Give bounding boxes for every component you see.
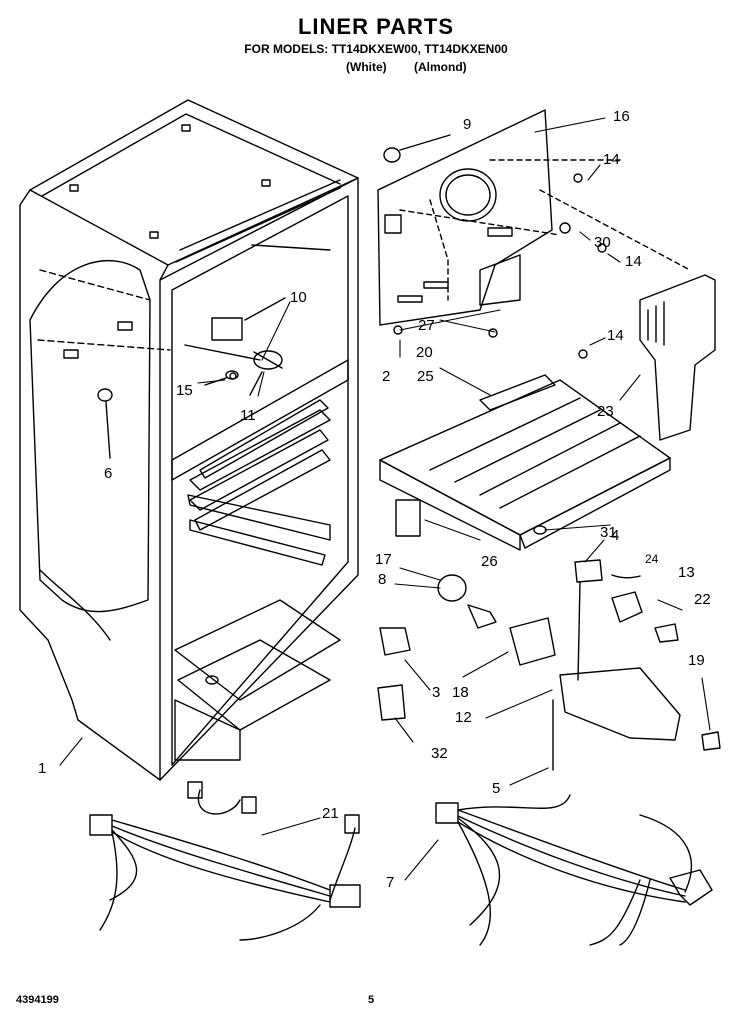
air-duct-part-23: [639, 274, 716, 441]
shelf-frame-part-25: [379, 374, 671, 551]
callout-6: 6: [104, 465, 112, 482]
callout-23: 23: [597, 403, 614, 420]
callout-13: 13: [678, 564, 695, 581]
wire-harness-part-21: [89, 781, 361, 941]
plug-part-6: [97, 388, 113, 402]
callout-25: 25: [417, 368, 434, 385]
page-title: LINER PARTS: [297, 14, 455, 39]
callout-9: 9: [463, 116, 471, 133]
callout-18: 18: [452, 684, 469, 701]
callout-14-b: 14: [625, 253, 642, 270]
callout-24: 24: [645, 552, 659, 566]
switch-part-26: [395, 499, 421, 537]
grommet-part-9: [383, 147, 401, 163]
control-parts: [377, 559, 721, 771]
leader-lines: [59, 117, 711, 881]
callout-32: 32: [431, 745, 448, 762]
callout-26: 26: [481, 553, 498, 570]
callout-17: 17: [375, 551, 392, 568]
callout-14-a: 14: [603, 151, 620, 168]
callout-19: 19: [688, 652, 705, 669]
callout-4: 4: [611, 527, 619, 544]
clip-part-31: [533, 525, 547, 535]
callout-1: 1: [38, 760, 46, 777]
callout-30: 30: [594, 234, 611, 251]
screws: [229, 173, 607, 380]
callout-3: 3: [432, 684, 440, 701]
document-number: 4394199: [16, 994, 59, 1006]
models-line: FOR MODELS: TT14DKXEW00, TT14DKXEN00: [244, 42, 508, 56]
wire-harness-part-7: [435, 794, 713, 946]
callout-31: 31: [600, 524, 617, 541]
page-number: 5: [368, 994, 375, 1006]
callout-2: 2: [382, 368, 390, 385]
callout-11: 11: [240, 407, 256, 424]
callout-27: 27: [418, 317, 435, 334]
fan-motor-assembly: [184, 297, 286, 396]
callout-8: 8: [378, 571, 386, 588]
callout-20: 20: [416, 344, 433, 361]
evaporator-cover: [377, 109, 691, 326]
callout-16: 16: [613, 108, 630, 125]
callout-7: 7: [386, 874, 394, 891]
variant-white-label: (White): [346, 60, 387, 74]
callout-21: 21: [322, 805, 339, 822]
callout-10: 10: [290, 289, 307, 306]
callout-22: 22: [694, 591, 711, 608]
callout-5: 5: [492, 780, 500, 797]
cabinet-liner: [19, 99, 359, 781]
callout-12: 12: [455, 709, 472, 726]
callout-14-c: 14: [607, 327, 624, 344]
callout-15: 15: [176, 382, 193, 399]
variant-almond-label: (Almond): [414, 60, 467, 74]
